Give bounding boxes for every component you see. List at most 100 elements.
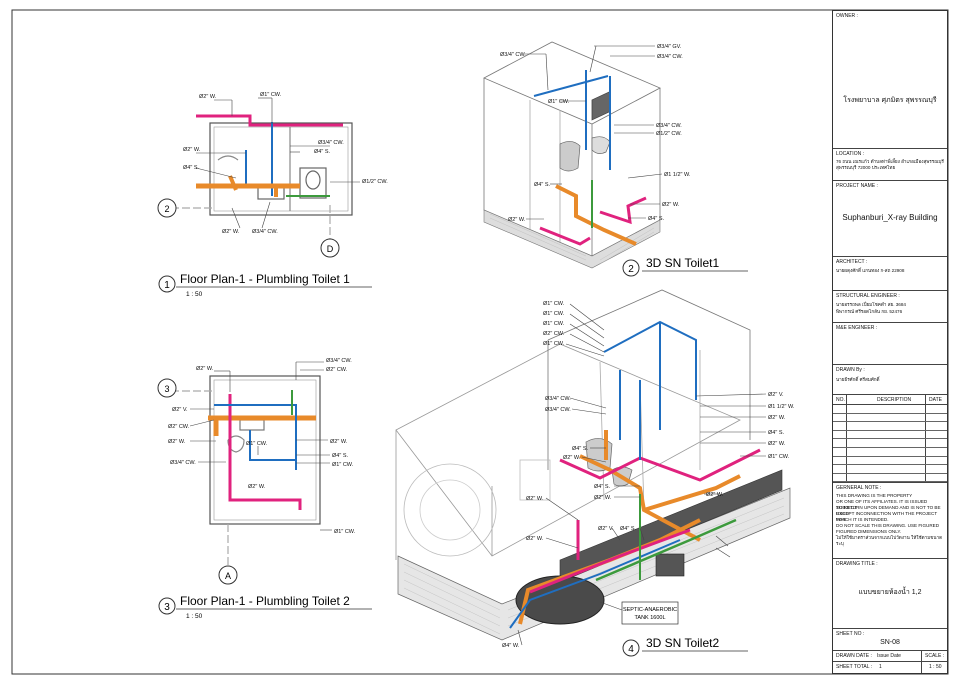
view2-label: Ø4" S. — [648, 216, 664, 222]
plan1-title: Floor Plan-1 - Plumbling Toilet 1 — [180, 272, 350, 286]
rev-no-header: NO. — [836, 397, 845, 403]
view4-label: Ø2" W. — [768, 415, 786, 421]
plan1-label: Ø2" W. — [199, 94, 217, 100]
plan3-walls — [209, 375, 321, 525]
plan3-label: Ø1" CW. — [334, 529, 356, 535]
plan3-view-number: 3 — [164, 602, 170, 613]
view2-label: Ø2" W. — [508, 217, 526, 223]
plan3-label: Ø2" V. — [172, 407, 188, 413]
mne-section: M&E ENGINEER : — [833, 323, 947, 365]
plan1-label: Ø2" W. — [183, 147, 201, 153]
plan3-label: Ø4" S. — [332, 453, 348, 459]
location-label: LOCATION : — [836, 151, 864, 157]
plan3-label: Ø3/4" CW. — [326, 358, 352, 364]
drawn-section: DRAWN By : นายธีรศักดิ์ ศรีสมศักดิ์ — [833, 365, 947, 395]
scale-value: 1 : 50 — [929, 664, 942, 670]
plan-3: Ø2" W. Ø3/4" CW. Ø2" CW. Ø2" V. Ø2" CW. … — [157, 358, 372, 620]
view4-label: Ø1" CW. — [543, 301, 565, 307]
revision-table: NO. DESCRIPTION DATE — [833, 395, 947, 483]
view2-label: Ø3/4" GV. — [657, 44, 682, 50]
drawn-date-label: DRAWN DATE : — [836, 653, 872, 659]
view2-label: Ø1" CW. — [548, 99, 570, 105]
view4-title: 3D SN Toilet2 — [646, 636, 719, 650]
structural-section: STRUCTURAL ENGINEER : นายอรรถพล เปี่ยมโช… — [833, 291, 947, 323]
view2-title: 3D SN Toilet1 — [646, 256, 719, 270]
view4-label: Ø2" W. — [526, 536, 544, 542]
sheet-no-label: SHEET NO : — [836, 631, 865, 637]
location-line: สุพรรณบุรี 72000 ประเทศไทย — [836, 165, 896, 170]
plan3-sewer-pipe — [208, 415, 316, 436]
revision-row — [833, 429, 947, 431]
owner-section: OWNER : โรงพยาบาล ศุภมิตร สุพรรณบุรี — [833, 11, 947, 149]
tank-label: SEPTIC-ANAEROBIC — [623, 607, 677, 613]
project-value: Suphanburi_X-ray Building — [842, 213, 938, 222]
view2-number: 2 — [628, 264, 634, 275]
owner-value: โรงพยาบาล ศุภมิตร สุพรรณบุรี — [843, 97, 937, 104]
plan1-label: Ø3/4" CW. — [318, 140, 344, 146]
sheet-total-label: SHEET TOTAL : — [836, 664, 873, 670]
plan3-label: Ø2" W. — [168, 439, 186, 445]
view4-label: Ø4" S. — [594, 484, 610, 490]
view4-label: Ø2" W. — [768, 441, 786, 447]
sheet-no-value: SN-08 — [880, 639, 900, 646]
drawn-date-value: Issue Date — [877, 653, 901, 659]
revision-row — [833, 438, 947, 440]
revision-row — [833, 421, 947, 423]
plan1-label: Ø3/4" CW. — [252, 229, 278, 235]
plan1-label: Ø2" W. — [222, 229, 240, 235]
view-4: Ø1" CW. Ø1" CW. Ø1" CW. Ø2" CW. Ø1" CW. … — [395, 289, 795, 657]
project-section: PROJECT NAME : Suphanburi_X-ray Building — [833, 181, 947, 257]
sheet-total-value: 1 — [879, 664, 882, 670]
view4-label: Ø1" CW. — [768, 454, 790, 460]
revision-row — [833, 455, 947, 457]
view2-label: Ø2" W. — [662, 202, 680, 208]
note-line: DO NOT SCALE THIS DRAWING. USE FIGURED — [836, 523, 940, 528]
plan1-view-number: 1 — [164, 280, 170, 291]
view4-label: Ø2" W. — [526, 496, 544, 502]
view4-label: Ø2" W. — [706, 492, 724, 498]
plan3-label: Ø2" W. — [248, 484, 266, 490]
view4-label: Ø2" V. — [598, 526, 614, 532]
structural-label: STRUCTURAL ENGINEER : — [836, 293, 900, 299]
location-section: LOCATION : 76 ถนน เณรแก้ว ตำบลท่าพี่เลี้… — [833, 149, 947, 181]
view2-label: Ø4" S. — [534, 182, 550, 188]
grid-bubble-d: D — [327, 244, 334, 254]
architect-value: นายผดุงศักดิ์ แกนทอง ก-สถ 22908 — [836, 268, 905, 273]
grid-bubble-2: 2 — [164, 204, 169, 214]
project-label: PROJECT NAME : — [836, 183, 878, 189]
plan3-label: Ø3/4" CW. — [170, 460, 196, 466]
view4-number: 4 — [628, 644, 634, 655]
view4-foundation — [397, 487, 791, 641]
mne-label: M&E ENGINEER : — [836, 325, 878, 331]
sheet-no-section: SHEET NO : SN-08 — [833, 629, 947, 651]
drawn-date-row: DRAWN DATE : Issue Date SCALE : — [833, 651, 947, 673]
plan1-scale: 1 : 50 — [186, 291, 203, 298]
view2-cold-pipe — [533, 70, 611, 170]
plan3-title: Floor Plan-1 - Plumbling Toilet 2 — [180, 594, 350, 608]
plan3-scale: 1 : 50 — [186, 613, 203, 620]
view2-label: Ø3/4" CW. — [657, 54, 683, 60]
view4-label: Ø1" CW. — [543, 341, 565, 347]
plan1-label: Ø4" S. — [314, 149, 330, 155]
rev-date-header: DATE — [929, 397, 942, 403]
revision-row — [833, 481, 947, 483]
plan3-label: Ø2" CW. — [168, 424, 190, 430]
revision-row — [833, 412, 947, 414]
architect-label: ARCHITECT : — [836, 259, 868, 265]
view2-sewer-pipe — [555, 184, 637, 246]
revision-row — [833, 472, 947, 474]
plan1-walls — [209, 122, 353, 216]
view4-label: Ø2" V. — [768, 392, 784, 398]
note-line: FIGURED DIMENSIONS ONLY. — [836, 529, 902, 534]
note-line: OR ONE OF ITS AFFILIATES. IT IS ISSUED S… — [836, 499, 928, 510]
plan3-label: Ø2" W. — [330, 439, 348, 445]
note-label: GERNERAL NOTE : — [836, 485, 882, 491]
owner-label: OWNER : — [836, 13, 858, 19]
tank-label-box — [621, 601, 679, 625]
title-block: OWNER : โรงพยาบาล ศุภมิตร สุพรรณบุรี LOC… — [832, 10, 948, 674]
view4-label: Ø4" W. — [502, 643, 520, 649]
drawn-value: นายธีรศักดิ์ ศรีสมศักดิ์ — [836, 377, 880, 382]
note-line: ไม่ให้ใช้มาตราส่วนจากแบบไปวัดงาน ให้ใช้ต… — [836, 535, 943, 546]
